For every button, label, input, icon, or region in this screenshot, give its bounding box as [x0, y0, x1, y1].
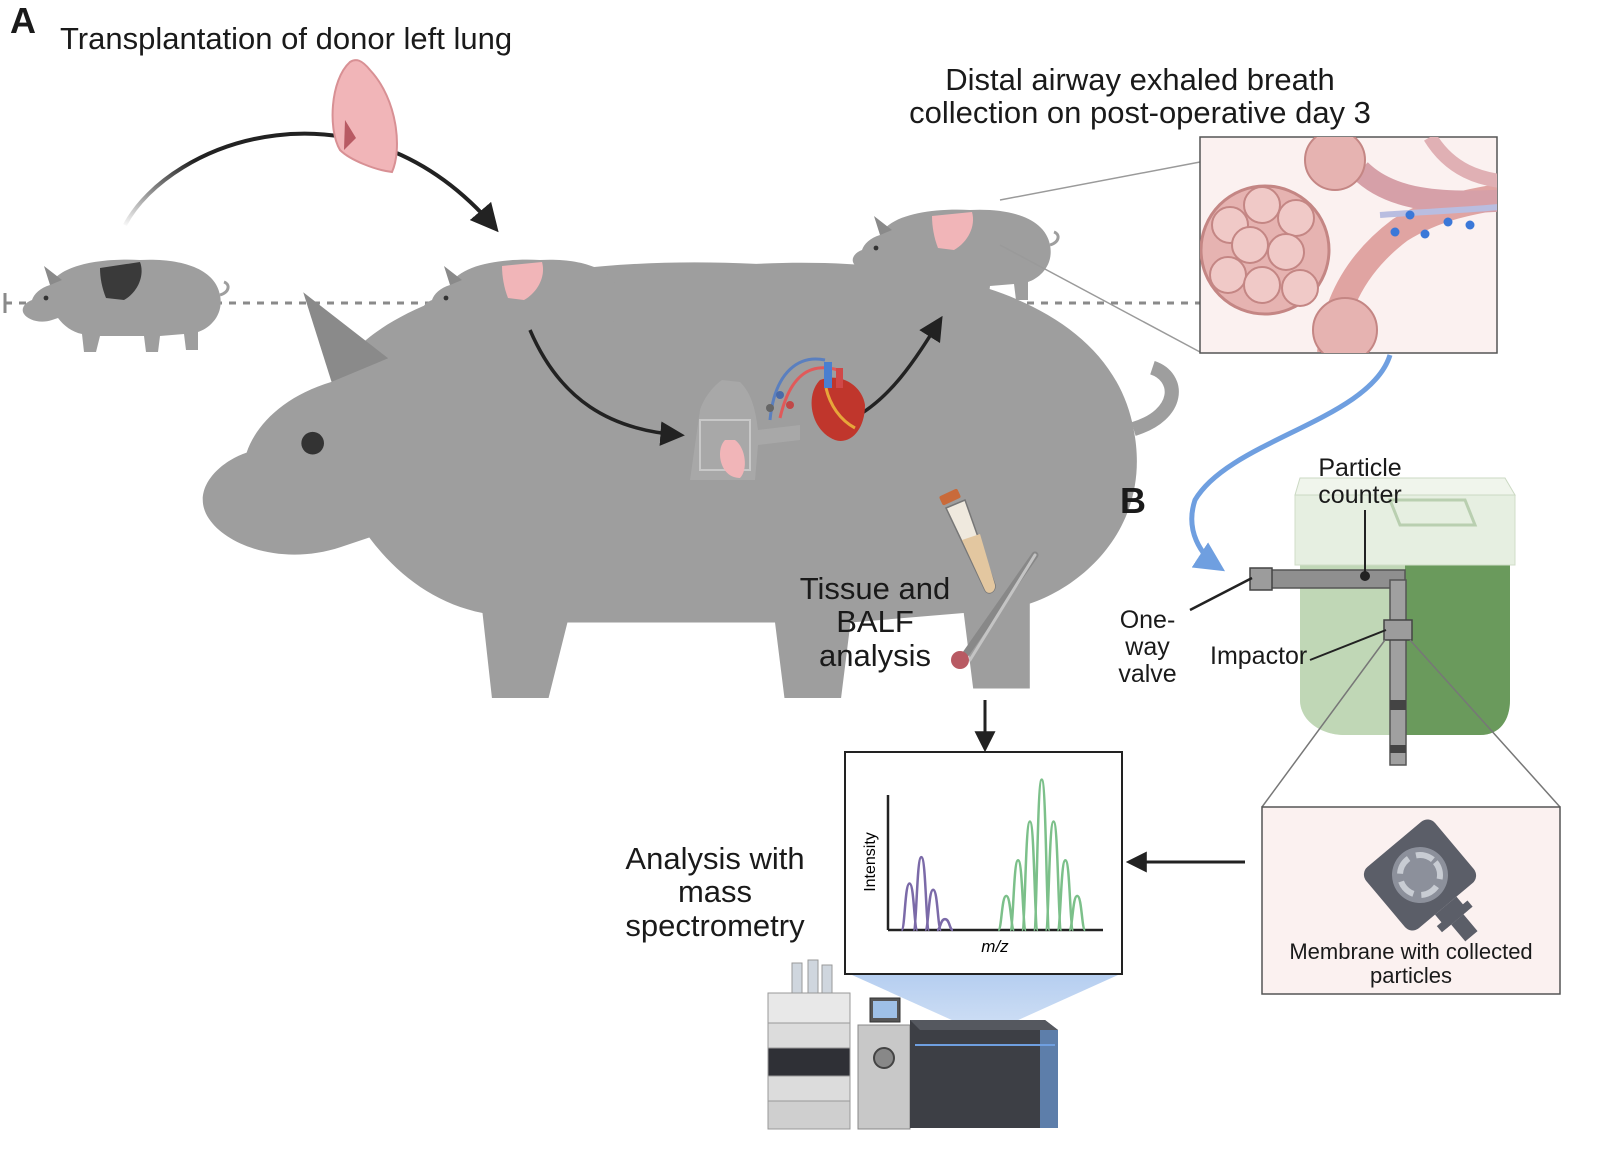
spectrum-x-label: m/z: [981, 937, 1009, 956]
spectrum-y-label: Intensity: [862, 832, 879, 892]
collection-device-icon: [1249, 477, 1516, 766]
distal-breath-title: Distal airway exhaled breath collection …: [880, 63, 1400, 130]
forceps-icon: [951, 551, 1039, 669]
zoom-line-bottom: [999, 244, 1201, 353]
spectrum-box: [844, 751, 1123, 975]
membrane-line1: Membrane with collected: [1289, 939, 1533, 964]
one-way-valve-label: One- way valve: [1105, 607, 1190, 688]
impactor-leader-line: [1309, 629, 1387, 661]
alveoli-zoom-panel: [1199, 136, 1498, 354]
panel-a-label: A: [10, 0, 36, 41]
spectrum-peak-1-5: [1056, 858, 1075, 932]
post-op-lung-icon: [932, 212, 974, 250]
distal-breath-title-line1: Distal airway exhaled breath: [945, 62, 1335, 97]
particle-counter-label: Particle counter: [1295, 455, 1425, 509]
spectrum-peak-0-2: [923, 888, 943, 932]
membrane-label: Membrane with collected particles: [1262, 940, 1560, 988]
particle-counter-line2: counter: [1318, 481, 1402, 509]
donor-lung-icon: [331, 59, 398, 174]
one-way-valve-line1: One-: [1119, 606, 1176, 634]
impactor-label: Impactor: [1210, 642, 1308, 670]
particle-counter-line1: Particle: [1318, 454, 1402, 482]
donor-transfer-arrow: [123, 131, 499, 233]
membrane-cassette-icon: [1363, 819, 1478, 942]
spectrum-axes: [886, 795, 1103, 932]
sample-tube-icon: [939, 488, 996, 594]
spectrum-peak-1-6: [1067, 894, 1087, 932]
one-way-valve-leader-line: [1189, 576, 1253, 612]
mass-spec-line3: spectrometry: [625, 907, 805, 943]
membrane-line2: particles: [1370, 962, 1452, 988]
recipient-pig-icon: [21, 258, 230, 354]
spectrum-peak-0-3: [936, 917, 954, 932]
spectrum-peak-0-1: [912, 855, 931, 932]
to-surgery-arrow: [528, 329, 685, 446]
tissue-balf-line2: BALF: [836, 604, 914, 640]
zoom-line-top: [999, 161, 1201, 201]
surgery-scene-icon: [690, 357, 865, 480]
recipient-dark-lung-icon: [100, 262, 142, 300]
one-way-valve-line2: way: [1125, 633, 1170, 661]
transplant-title: Transplantation of donor left lung: [60, 21, 513, 56]
transplanted-lung-icon: [502, 262, 544, 300]
tissue-balf-line1: Tissue and: [799, 571, 951, 606]
transplanted-pig-icon: [421, 258, 630, 354]
membrane-zoom-line-left: [1261, 639, 1386, 808]
mass-spectrometer-icon: [767, 959, 1058, 1130]
membrane-panel: [1261, 806, 1561, 995]
mass-spec-line2: mass: [677, 874, 753, 910]
tissue-balf-line3: analysis: [819, 637, 931, 673]
spectrum-peaks: [900, 778, 1087, 932]
tissue-balf-label: Tissue and BALF analysis: [790, 571, 960, 673]
membrane-zoom-line-right: [1409, 639, 1561, 808]
post-op-pig-icon: [851, 208, 1060, 304]
one-way-valve-line3: valve: [1118, 660, 1177, 688]
panel-b-label: B: [1120, 480, 1146, 521]
mass-spec-line1: Analysis with: [625, 841, 805, 876]
mass-spec-label: Analysis with mass spectrometry: [605, 841, 825, 943]
donor-pig-icon: [203, 262, 1172, 698]
distal-breath-title-line2: collection on post-operative day 3: [909, 95, 1371, 131]
breath-flow-arrow: [1189, 354, 1393, 572]
spectrum-beam: [852, 975, 1118, 1035]
